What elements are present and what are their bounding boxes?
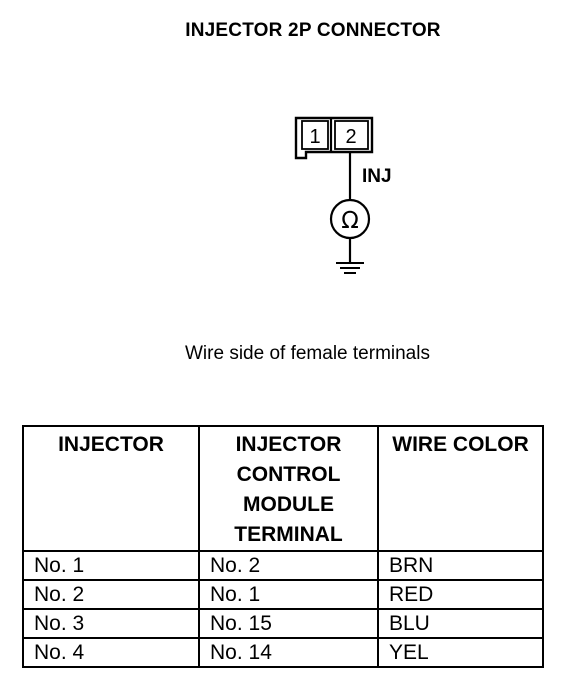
injector-wire-table: INJECTOR INJECTOR CONTROL MODULE TERMINA… xyxy=(22,425,544,668)
table-header-row: INJECTOR INJECTOR CONTROL MODULE TERMINA… xyxy=(22,425,544,552)
inj-wire-label: INJ xyxy=(362,166,392,187)
cell-wire-color: BLU xyxy=(377,608,544,639)
table-row: No. 3 No. 15 BLU xyxy=(22,608,544,639)
connector-housing xyxy=(294,116,374,160)
cell-wire-color: RED xyxy=(377,579,544,610)
cell-terminal: No. 15 xyxy=(198,608,379,639)
cell-injector: No. 2 xyxy=(22,579,200,610)
cell-terminal: No. 2 xyxy=(198,550,379,581)
cell-terminal: No. 14 xyxy=(198,637,379,668)
cell-injector: No. 1 xyxy=(22,550,200,581)
table-row: No. 2 No. 1 RED xyxy=(22,579,544,610)
connector-diagram: 1 2 Ω xyxy=(294,116,374,274)
header-control-module-terminal: INJECTOR CONTROL MODULE TERMINAL xyxy=(198,425,379,552)
cell-wire-color: BRN xyxy=(377,550,544,581)
cell-terminal: No. 1 xyxy=(198,579,379,610)
pin-1-box xyxy=(301,120,329,150)
pin-2-label: 2 xyxy=(345,126,356,148)
cell-injector: No. 4 xyxy=(22,637,200,668)
view-caption: Wire side of female terminals xyxy=(185,343,430,364)
pin-2-box xyxy=(334,120,369,150)
header-injector: INJECTOR xyxy=(22,425,200,552)
ohm-symbol: Ω xyxy=(341,208,359,234)
diagram-title: INJECTOR 2P CONNECTOR xyxy=(185,20,441,41)
table-row: No. 4 No. 14 YEL xyxy=(22,637,544,668)
cell-wire-color: YEL xyxy=(377,637,544,668)
cell-injector: No. 3 xyxy=(22,608,200,639)
ground-icon xyxy=(336,262,364,274)
header-wire-color: WIRE COLOR xyxy=(377,425,544,552)
table-row: No. 1 No. 2 BRN xyxy=(22,550,544,581)
pin-1-label: 1 xyxy=(309,126,320,148)
